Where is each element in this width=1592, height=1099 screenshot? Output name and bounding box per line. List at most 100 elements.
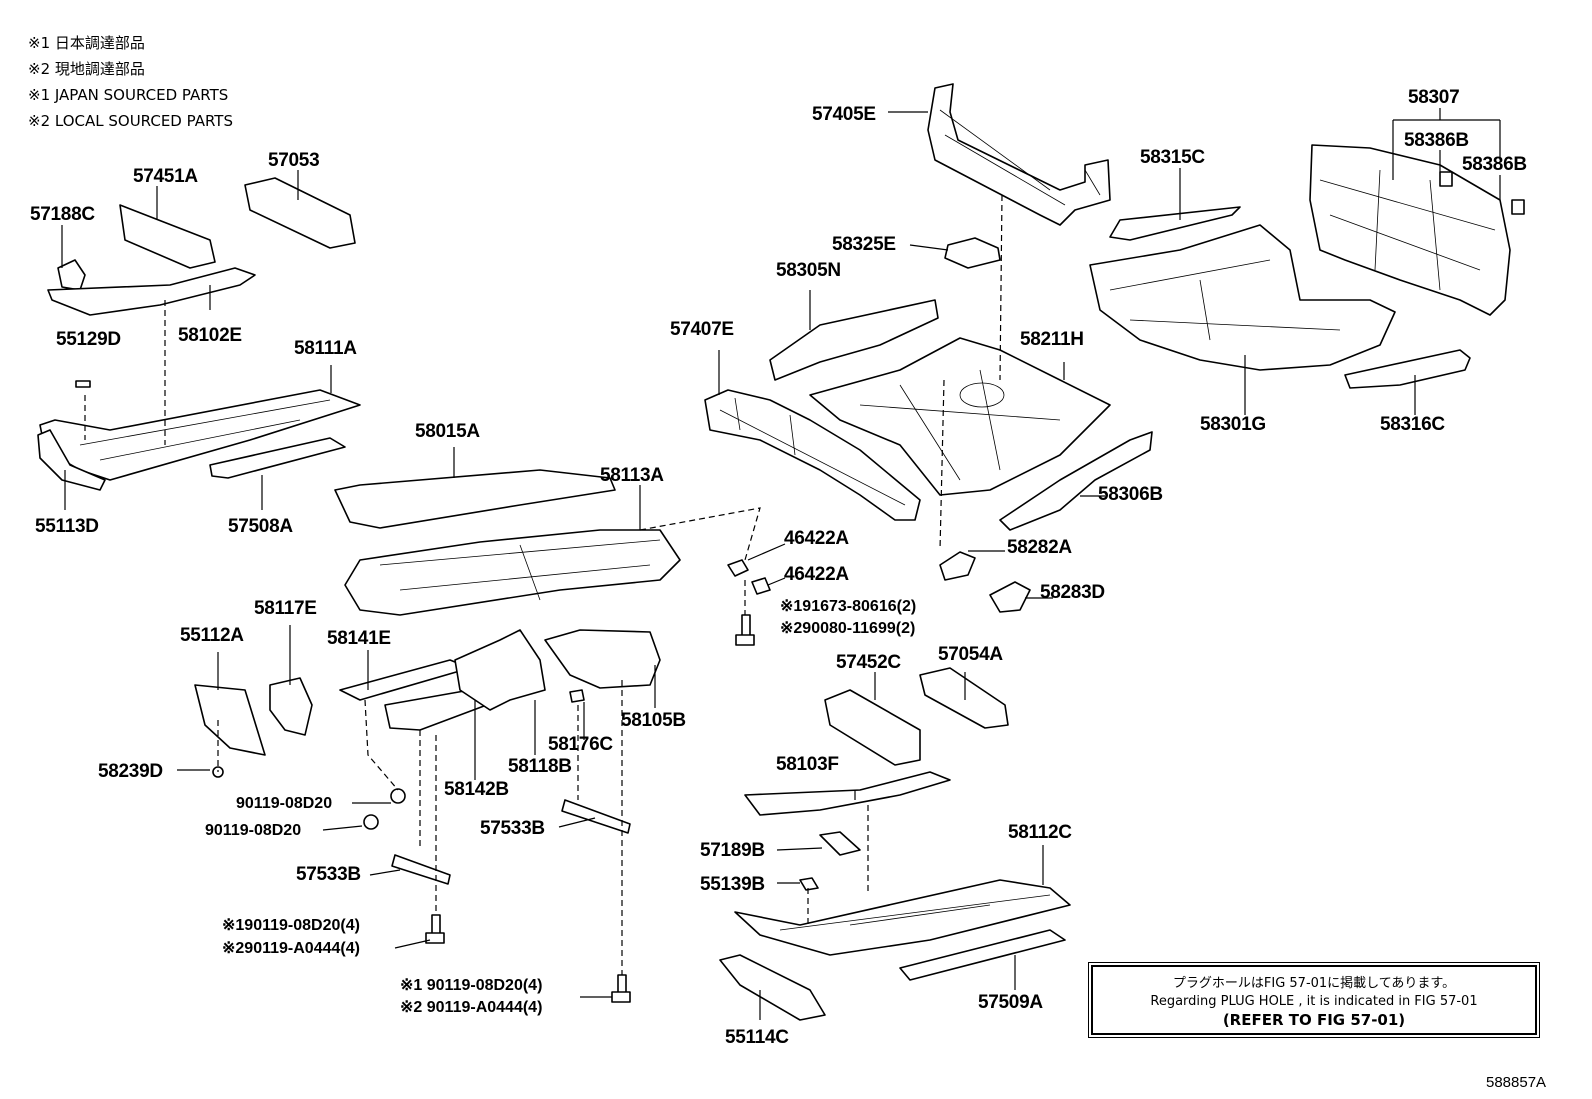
label-55114C: 55114C	[725, 1027, 789, 1048]
part-58316C-shape	[1344, 349, 1471, 389]
label-57053: 57053	[268, 150, 319, 171]
part-57452C-shape	[824, 689, 921, 766]
part-58325E-shape	[944, 237, 1001, 269]
label-58301G: 58301G	[1200, 414, 1266, 435]
part-57405E-shape	[927, 83, 1111, 226]
label-57533B-b: 57533B	[296, 864, 361, 885]
part-58306B-shape	[999, 431, 1153, 531]
part-58113A-shape	[344, 529, 681, 616]
plug-hole-note-ref: (REFER TO FIG 57-01)	[1222, 1011, 1406, 1029]
part-58176C-shape	[569, 689, 585, 703]
part-58305N-shape	[769, 299, 939, 381]
part-46422A-clip-b	[751, 577, 771, 595]
part-57188C-shape	[57, 259, 86, 291]
part-55139B-shape	[799, 877, 819, 891]
label-58015A: 58015A	[415, 421, 480, 442]
part-55129D-shape	[75, 380, 91, 388]
label-55139B: 55139B	[700, 874, 765, 895]
part-58301G-shape	[1089, 224, 1396, 371]
label-57188C: 57188C	[30, 204, 95, 225]
part-58015A-shape	[334, 469, 616, 529]
label-58102E: 58102E	[178, 325, 242, 346]
label-57452C: 57452C	[836, 652, 901, 673]
leader-lines	[61, 108, 1501, 1020]
part-57533B-b-shape	[561, 799, 631, 834]
label-58112C: 58112C	[1008, 822, 1072, 843]
part-labels: 57405E 58307 58386B 58386B 58315C 57451A…	[30, 87, 1527, 1048]
part-58103F-shape	[744, 771, 951, 816]
part-55113D-shape	[37, 429, 106, 491]
part-58386B-clip-b	[1511, 199, 1525, 215]
label-58211H: 58211H	[1020, 329, 1084, 350]
part-57533B-a-shape	[391, 854, 451, 885]
label-57405E: 57405E	[812, 104, 876, 125]
label-90119-A0444-d: ※2 90119-A0444(4)	[400, 999, 542, 1016]
label-58113A: 58113A	[600, 465, 664, 486]
note-local-jp: ※2 現地調達部品	[28, 60, 145, 78]
plug-hole-note: プラグホールはFIG 57-01に掲載してあります。 Regarding PLU…	[1088, 962, 1540, 1038]
label-58103F: 58103F	[776, 754, 839, 775]
label-55112A: 55112A	[180, 625, 244, 646]
label-58325E: 58325E	[832, 234, 896, 255]
part-57054A-shape	[919, 667, 1009, 729]
plug-hole-note-en: Regarding PLUG HOLE , it is indicated in…	[1150, 994, 1478, 1009]
part-57189B-shape	[819, 831, 861, 856]
part-58283D-shape	[989, 581, 1031, 613]
part-bolt-90119a	[390, 788, 406, 804]
label-58239D: 58239D	[98, 761, 163, 782]
label-57451A: 57451A	[133, 166, 198, 187]
part-57053-shape	[244, 177, 356, 249]
label-90119-A0444-c: ※290119-A0444(4)	[222, 940, 360, 957]
note-japan-en: ※1 JAPAN SOURCED PARTS	[28, 86, 229, 104]
label-58386B-b: 58386B	[1462, 154, 1527, 175]
part-bolt-90119c	[425, 914, 445, 944]
label-58386B-a: 58386B	[1404, 130, 1469, 151]
part-57508A-shape	[209, 437, 346, 479]
part-58117E-shape	[269, 677, 313, 736]
label-91673-80616: ※191673-80616(2)	[780, 598, 916, 615]
label-46422A-b: 46422A	[784, 564, 849, 585]
label-58117E: 58117E	[254, 598, 317, 619]
label-57407E: 57407E	[670, 319, 734, 340]
note-japan-jp: ※1 日本調達部品	[28, 34, 145, 52]
plug-hole-note-jp: プラグホールはFIG 57-01に掲載してあります。	[1172, 976, 1456, 991]
label-46422A-a: 46422A	[784, 528, 849, 549]
label-58305N: 58305N	[776, 260, 841, 281]
part-58282A-shape	[939, 551, 976, 581]
part-58142B-shape	[384, 689, 501, 731]
label-58141E: 58141E	[327, 628, 391, 649]
label-57509A: 57509A	[978, 992, 1043, 1013]
label-58283D: 58283D	[1040, 582, 1105, 603]
label-90119-08D20-d: ※1 90119-08D20(4)	[400, 977, 542, 994]
part-55114C-shape	[719, 954, 826, 1021]
label-90119-08D20-a: 90119-08D20	[236, 795, 332, 812]
label-58307: 58307	[1408, 87, 1459, 108]
part-58112C-shape	[734, 879, 1071, 956]
label-58176C: 58176C	[548, 734, 613, 755]
figure-id: 588857A	[1486, 1074, 1547, 1091]
part-57451A-shape	[119, 204, 216, 269]
label-58118B: 58118B	[508, 756, 572, 777]
label-58111A: 58111A	[294, 338, 357, 359]
part-57407E-shape	[704, 389, 921, 521]
label-57533B-a: 57533B	[480, 818, 545, 839]
label-90119-08D20-c: ※190119-08D20(4)	[222, 917, 360, 934]
label-58316C: 58316C	[1380, 414, 1445, 435]
part-58105B-shape	[544, 629, 661, 689]
note-local-en: ※2 LOCAL SOURCED PARTS	[28, 112, 233, 130]
part-bolt-91673	[735, 614, 755, 646]
part-58211H-shape	[809, 337, 1111, 496]
part-bolt-90119b	[363, 814, 379, 830]
part-58111A-shape	[39, 389, 361, 481]
part-58118B-shape	[454, 629, 546, 711]
part-46422A-clip-a	[727, 559, 749, 577]
part-58386B-clip-a	[1439, 171, 1453, 187]
assembly-lines	[84, 194, 1003, 975]
part-58102E-shape	[47, 267, 256, 316]
part-55112A-shape	[194, 684, 266, 756]
label-57054A: 57054A	[938, 644, 1003, 665]
label-58306B: 58306B	[1098, 484, 1163, 505]
label-55129D: 55129D	[56, 329, 121, 350]
label-58142B: 58142B	[444, 779, 509, 800]
